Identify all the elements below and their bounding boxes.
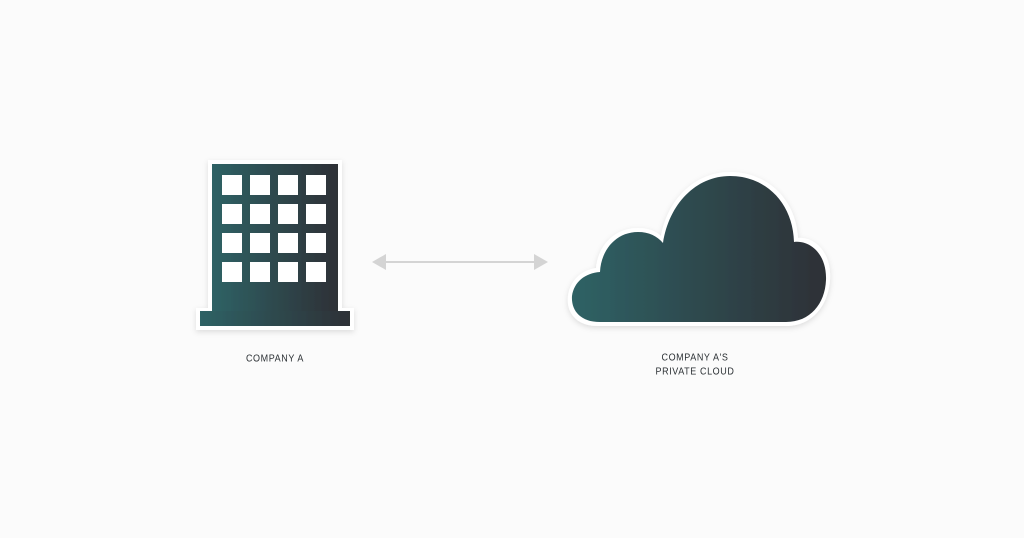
building-base (200, 311, 350, 326)
office-building-icon (196, 160, 354, 330)
private-cloud-label-line1: COMPANY A'S (661, 351, 729, 363)
arrow-head-right (534, 254, 548, 270)
cloud-body (571, 176, 827, 322)
private-cloud-label: COMPANY A'S PRIVATE CLOUD (620, 350, 770, 378)
building-window (278, 233, 298, 253)
building-window (306, 204, 326, 224)
building-window (250, 262, 270, 282)
building-window (250, 175, 270, 195)
building-window (278, 204, 298, 224)
building-window (222, 262, 242, 282)
building-window (278, 175, 298, 195)
arrow-head-left (372, 254, 386, 270)
company-a-label-text: COMPANY A (245, 352, 305, 364)
building-window (306, 233, 326, 253)
building-window (250, 204, 270, 224)
bidirectional-arrow-icon (372, 254, 548, 270)
building-window (306, 175, 326, 195)
private-cloud-label-line2: PRIVATE CLOUD (655, 365, 735, 377)
building-window (250, 233, 270, 253)
company-a-label: COMPANY A (200, 351, 350, 365)
building-window (306, 262, 326, 282)
building-window (222, 233, 242, 253)
building-window (278, 262, 298, 282)
building-window (222, 175, 242, 195)
building-windows (222, 175, 326, 282)
cloud-icon (567, 172, 831, 326)
building-window (222, 204, 242, 224)
